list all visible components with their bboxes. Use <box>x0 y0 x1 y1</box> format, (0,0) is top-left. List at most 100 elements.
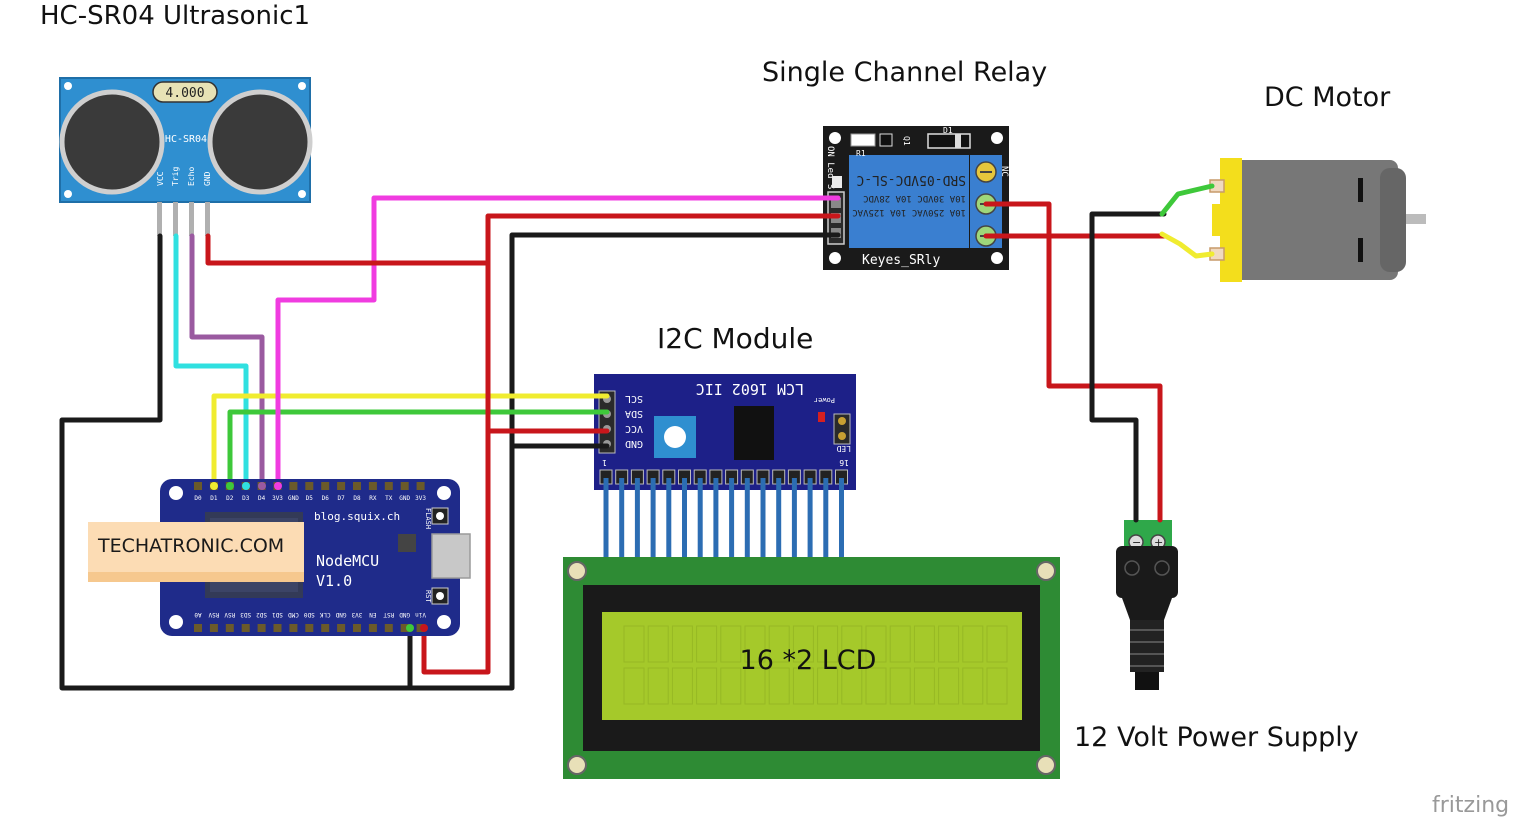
sensor-pin <box>173 202 178 236</box>
nodemcu-pin-label: RX <box>369 495 377 502</box>
lcd-cell <box>962 625 984 663</box>
i2c-pin-label: GND <box>625 438 643 449</box>
relay-terminal-label: NC <box>999 166 1009 177</box>
lcd-16x2: 16 *2 LCD <box>563 478 1060 779</box>
lcd-cell <box>792 667 814 705</box>
sensor-pin-label: VCC <box>156 171 165 186</box>
jack-housing <box>1116 546 1178 598</box>
nodemcu-pin-label: GND <box>288 495 299 502</box>
i2c-power-label: Power <box>814 396 835 404</box>
nodemcu-pin-label: RSV <box>208 611 219 618</box>
i2c-led-label: LED <box>836 444 851 453</box>
i2c-pin16-label: 16 <box>839 458 849 467</box>
power-title: 12 Volt Power Supply <box>1074 722 1359 753</box>
wire-end-dot <box>274 482 282 490</box>
lcd-cell <box>647 625 669 663</box>
nodemcu-pin <box>257 624 266 632</box>
jack-strain-relief <box>1130 620 1164 672</box>
pin-dots <box>210 482 428 632</box>
nodemcu-pin-label: CLK <box>319 611 330 618</box>
wire-end-dot <box>420 624 428 632</box>
nodemcu-pin <box>416 482 425 490</box>
nodemcu-pin-label: SD1 <box>272 611 283 618</box>
nodemcu-pin <box>368 624 377 632</box>
nodemcu-pin <box>194 482 202 490</box>
nodemcu-pin-label: D7 <box>337 495 345 502</box>
nodemcu-pin-label: D8 <box>353 495 361 502</box>
nodemcu-pin-label: D4 <box>258 495 266 502</box>
nodemcu-pin <box>289 482 298 490</box>
nodemcu-pin-label: D1 <box>210 495 218 502</box>
ic-chip <box>398 534 416 552</box>
transducer-right <box>207 89 313 195</box>
i2c-pin-label: SDA <box>625 408 643 419</box>
i2c-header <box>598 390 616 454</box>
black-wire <box>1089 211 1167 523</box>
nodemcu-name: NodeMCU <box>316 552 379 570</box>
red-wire <box>421 213 841 675</box>
nodemcu-pin-label: 3V3 <box>272 495 283 502</box>
lcd-cell <box>696 625 718 663</box>
nodemcu-pin <box>337 624 346 632</box>
nodemcu-pin-label: GND <box>399 611 410 618</box>
nodemcu-pin <box>209 624 218 632</box>
green-wire <box>227 409 610 488</box>
nodemcu-pin <box>305 624 314 632</box>
lcd-cell <box>817 625 839 663</box>
relay-module: SRD-05VDC-SL-C 10A 30VDC 10A 28VDC 10A 2… <box>823 126 1009 270</box>
fritzing-watermark: fritzing <box>1432 793 1509 818</box>
nodemcu-pin <box>384 482 393 490</box>
nodemcu-pin-label: TX <box>385 495 393 502</box>
motor-shaft <box>1406 214 1426 224</box>
led-jumper <box>833 413 851 445</box>
nodemcu-pin-label: D3 <box>242 495 250 502</box>
dc-power-jack: − + <box>1116 520 1178 690</box>
usb-port <box>431 533 471 579</box>
i2c-board-title: LCM 1602 IIC <box>696 380 804 398</box>
lcd-cell <box>623 625 645 663</box>
i2c-title: I2C Module <box>657 322 813 355</box>
relay-coil-text: SRD-05VDC-SL-C <box>856 172 966 187</box>
nodemcu-pin-label: GND <box>399 495 410 502</box>
sensor-pin-label: Echo <box>187 167 196 186</box>
lcd-cell <box>938 625 960 663</box>
lcd-cell <box>986 625 1008 663</box>
i2c-module: LCM 1602 IIC SCL SDA VCC GND Power LED 1… <box>594 374 856 490</box>
lcd-cell <box>841 625 863 663</box>
wire-end-dot <box>210 482 218 490</box>
i2c-pin1-label: 1 <box>602 458 607 467</box>
lcd-cell <box>792 625 814 663</box>
motor-end-cap <box>1220 158 1242 282</box>
relay-side-text: ON Led S <box>825 146 835 189</box>
nodemcu-pin-label: EN <box>369 611 377 618</box>
black-wire <box>59 233 413 691</box>
nodemcu-pin <box>368 482 377 490</box>
nodemcu-site: blog.squix.ch <box>314 510 400 523</box>
crystal-label: 4.000 <box>165 86 204 101</box>
nodemcu-pin <box>384 624 393 632</box>
nodemcu-pin <box>194 624 202 632</box>
red-wire <box>205 233 489 266</box>
nodemcu-pin-label: 3V3 <box>351 611 362 618</box>
transistor <box>879 133 893 147</box>
nodemcu-pin-label: 3V3 <box>415 495 426 502</box>
lcd-ribbon <box>603 478 844 566</box>
relay-rating: 10A 30VDC 10A 28VDC <box>863 193 966 203</box>
sensor-pin-label: Trig <box>171 167 180 186</box>
nodemcu-pin-label: SD0 <box>303 611 314 618</box>
lcd-cell <box>671 625 693 663</box>
nodemcu-pin <box>273 624 282 632</box>
ultrasonic-sensor: 4.000 HC-SR04 VCC Trig Echo GND <box>59 77 313 236</box>
lcd-cell <box>720 667 742 705</box>
lcd-cell <box>962 667 984 705</box>
flash-label: FLASH <box>424 508 432 529</box>
nodemcu-pin <box>321 482 330 490</box>
lcd-cell <box>913 625 935 663</box>
lcd-cell <box>938 667 960 705</box>
lcd-cell <box>744 667 766 705</box>
nodemcu-pin-label: SD3 <box>240 611 251 618</box>
power-led <box>818 412 825 422</box>
